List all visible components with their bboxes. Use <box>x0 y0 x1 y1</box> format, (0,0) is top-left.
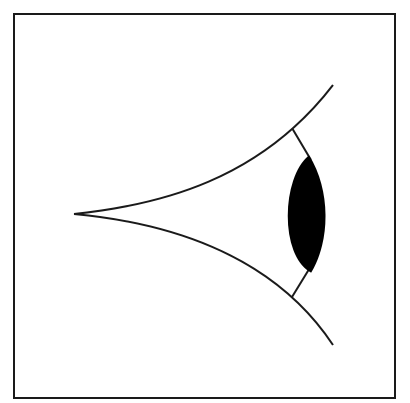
cornea-edge-top <box>292 128 311 160</box>
pupil-shape <box>288 156 325 272</box>
